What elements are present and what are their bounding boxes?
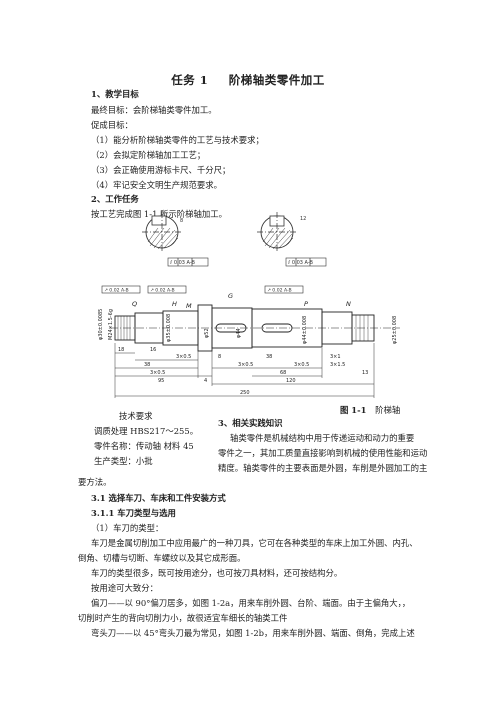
dim-d52: φ52 [204, 328, 210, 338]
page-title: 任务 1 阶梯轴类零件加工 [0, 72, 496, 88]
promote-goal-label: 促成目标： [91, 120, 133, 130]
label-q: Q [132, 300, 137, 308]
left-section-fcf: ⫽ 0.03 A-B [169, 260, 195, 266]
sec3-para-line: 轴类零件是机械结构中用于传递运动和动力的重要 [230, 433, 415, 443]
dim-95: 95 [158, 378, 164, 384]
label-h: H [172, 300, 177, 308]
dim-8: 8 [218, 354, 221, 360]
tech-req-line: 调质处理 HBS217～255。 [94, 426, 199, 436]
tool-para-line: 倒角、切槽与切断、车螺纹以及其它成形面。 [78, 553, 246, 563]
task-text: 按工艺完成图 1-1 所示阶梯轴加工。 [91, 209, 228, 219]
label-m: M [186, 302, 192, 310]
sec-dim-8: 8 [180, 218, 183, 224]
figure-title: 阶梯轴 [375, 405, 401, 415]
right-section-view [257, 212, 327, 267]
fcf-top-1: ↗ 0.02 A-B [104, 288, 129, 294]
label-g: G [228, 292, 233, 300]
section-3-1-heading: 3.1 选择车刀、车床和工件安装方式 [91, 493, 226, 503]
drawing-svg: 8 ⫽ 0.03 A-B 12 ⫽ 0.03 A-B ↗ 0.02 A-B [98, 212, 400, 398]
goal-item: （4）牢记安全文明生产规范要求。 [91, 180, 222, 190]
dim-18: 18 [118, 347, 124, 353]
title-text: 阶梯轴类零件加工 [228, 73, 325, 87]
dim-16: 16 [150, 347, 156, 353]
title-number: 任务 1 [171, 73, 209, 87]
right-section-fcf: ⫽ 0.03 A-B [287, 260, 313, 266]
tool-para-line: 车刀的类型很多，既可按用途分，也可按刀具材料，还可按结构分。 [91, 568, 343, 578]
dim-250: 250 [240, 390, 250, 396]
goal-item: （1）能分析阶梯轴类零件的工艺与技术要求； [91, 135, 264, 145]
dim-3x1-b: 3×1 [330, 354, 341, 360]
goal-item: （3）会正确使用游标卡尺、千分尺； [91, 165, 231, 175]
stepped-shaft-drawing: 8 ⫽ 0.03 A-B 12 ⫽ 0.03 A-B ↗ 0.02 A-B [90, 198, 420, 412]
dim-3x15: 3×1.5 [330, 362, 345, 368]
goal-item: （2）会拟定阶梯轴加工工艺； [91, 150, 206, 160]
dim-d46: φ44±0.008 [302, 316, 308, 344]
dim-d25: φ25±0.008 [392, 316, 398, 344]
dim-120: 120 [286, 378, 296, 384]
dim-3x05-d: 3×0.5 [294, 362, 309, 368]
sec3-para-line: 零件之一，其加工质量直接影响到机械的使用性能和运动 [218, 448, 428, 458]
label-p: P [304, 300, 308, 308]
section-2-heading: 2、工作任务 [91, 194, 139, 204]
tool-para-line: 弯头刀——以 45°弯头刀最为常见，如图 1-2b，用来车削外圆、端面、倒角，完… [91, 628, 415, 638]
figure-caption: 图 1-1 阶梯轴 [340, 405, 400, 416]
dim-d30: φ30±0.0085 [98, 309, 104, 340]
sec3-para-line: 要方法。 [78, 477, 112, 487]
tech-req-line: 生产类型：小批 [94, 456, 153, 466]
dim-4: 4 [204, 378, 207, 384]
dim-38-a: 38 [144, 362, 150, 368]
fcf-top-2: ↗ 0.02 A-B [150, 288, 175, 294]
section-3-1-1-heading: 3.1.1 车刀类型与选用 [91, 508, 176, 518]
dim-38-b: 38 [266, 354, 272, 360]
section-3-heading: 3、相关实践知识 [218, 418, 283, 428]
tool-para-line: 切削时产生的背向切削力小，故很适宜车细长的轴类工件 [78, 613, 288, 623]
tool-para-line: 按用途可大致分： [91, 583, 158, 593]
left-section-view [142, 212, 209, 267]
shaft-outline [110, 304, 400, 352]
tool-para-line: 偏刀——以 90°偏刀居多，如图 1-2a，用来车削外圆、台阶、端面。由于主偏角… [91, 598, 411, 608]
figure-number: 图 1-1 [340, 405, 367, 415]
dim-13: 13 [362, 370, 368, 376]
dimension-lines [114, 343, 375, 398]
label-n: N [346, 300, 351, 308]
dim-d44: φ44 [236, 328, 242, 338]
dim-3x05-a: 3×0.5 [176, 354, 191, 360]
sec3-para-line: 精度。轴类零件的主要表面是外圆，车削是外圆加工的主 [218, 463, 428, 473]
dim-3x05-b: 3×0.5 [150, 370, 165, 376]
dim-68: 68 [280, 370, 286, 376]
final-goal: 最终目标：会阶梯轴类零件加工。 [91, 105, 217, 115]
sec-dim-12: 12 [300, 216, 306, 222]
dim-m24: M24×1.5-6g [108, 309, 114, 340]
tech-req-line: 零件名称：传动轴 材料 45 [94, 441, 194, 451]
tool-type-label: （1）车刀的类型： [91, 523, 164, 533]
section-1-heading: 1、教学目标 [91, 89, 139, 99]
fcf-top-3: ↗ 0.02 A-B [267, 288, 292, 294]
dim-d35: φ35±0.008 [166, 314, 172, 342]
dim-3x05-c: 3×0.5 [238, 362, 253, 368]
tool-para-line: 车刀是金属切削加工中应用最广的一种刀具，它可在各种类型的车床上加工外圆、内孔、 [91, 538, 418, 548]
tech-req-title: 技术要求 [119, 411, 153, 421]
